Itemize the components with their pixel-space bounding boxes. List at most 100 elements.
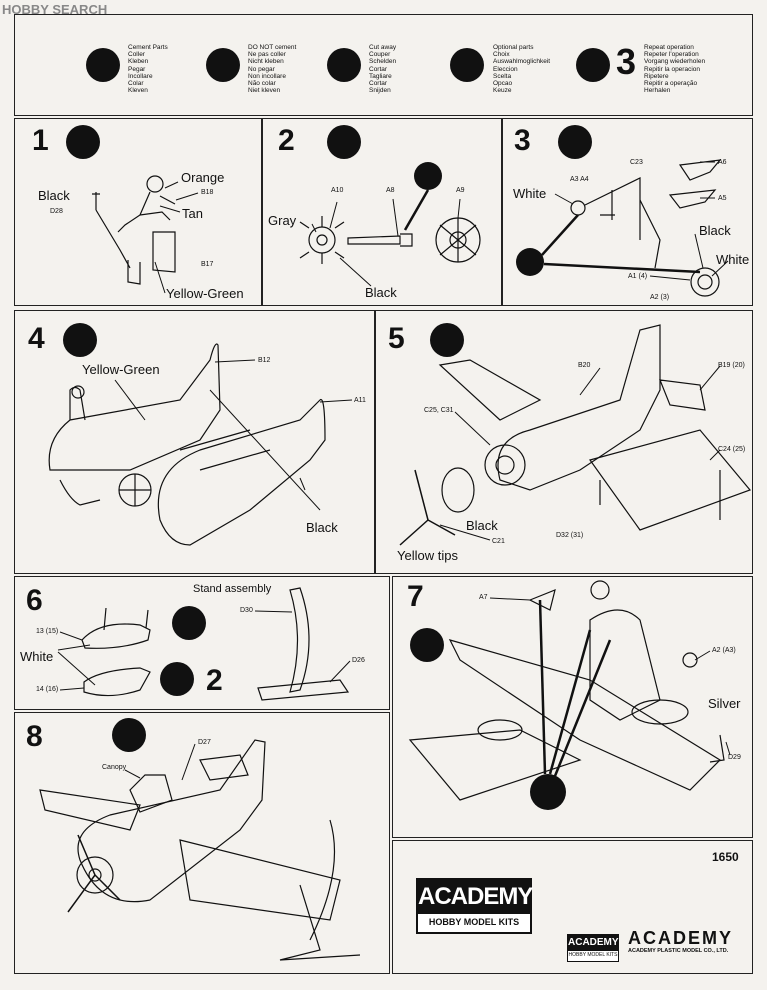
step-5-cement-icon [430, 323, 464, 357]
academy-small-logo: ACADEMY HOBBY MODEL KITS [567, 934, 619, 962]
watermark: HOBBY SEARCH [2, 2, 108, 17]
step-6-repeat-icon [160, 662, 194, 696]
step-7-cement-icon [410, 628, 444, 662]
step-2-part-a9: A9 [456, 187, 465, 194]
academy-logo-text: ACADEMY [418, 880, 533, 914]
step-6-part-13: 13 (15) [36, 628, 59, 635]
step-5-number: 5 [388, 322, 405, 355]
step-7-number: 7 [407, 580, 424, 613]
step-4-panel [14, 310, 375, 574]
step-8-number: 8 [26, 720, 43, 753]
step-5-panel [375, 310, 753, 574]
step-6-part-d30: D30 [240, 607, 253, 614]
step-5-part-c25: C25, C31 [424, 407, 454, 414]
step-3-number: 3 [514, 124, 531, 157]
step-5-part-b20: B20 [578, 362, 591, 369]
step-1-cement-icon [66, 125, 100, 159]
step-2-cement-icon [327, 125, 361, 159]
company-name: ACADEMY PLASTIC MODEL CO., LTD. [628, 948, 729, 954]
academy-small-logo-text: ACADEMY [568, 935, 619, 951]
step-3-cement-icon [558, 125, 592, 159]
step-8-panel [14, 712, 390, 974]
step-2-number: 2 [278, 124, 295, 157]
step-3-white-label-1: White [513, 186, 547, 201]
step-3-part-a3a4: A3 A4 [570, 176, 589, 183]
academy-small-logo-subtext: HOBBY MODEL KITS [568, 952, 618, 958]
step-4-yellow-green-label: Yellow-Green [82, 362, 160, 377]
step-7-part-a2a3: A2 (A3) [712, 647, 736, 654]
optional-parts-icon [450, 48, 484, 82]
step-8-canopy-label: Canopy [102, 764, 127, 771]
kit-number: 1650 [712, 850, 739, 864]
legend-no-cement-text: DO NOT cement Ne pas coller Nicht kleben… [248, 44, 297, 95]
step-1-part-b17: B17 [201, 261, 214, 268]
step-3-part-a5: A5 [718, 195, 727, 202]
legend-panel [14, 14, 753, 116]
step-1-part-b18: B18 [201, 189, 214, 196]
academy-logo-subtext: HOBBY MODEL KITS [428, 917, 520, 927]
step-2-part-a10: A10 [331, 187, 344, 194]
cement-icon [86, 48, 120, 82]
step-5-part-c21: C21 [492, 538, 505, 545]
step-1-black-label: Black [38, 188, 70, 203]
step-1-number: 1 [32, 124, 49, 157]
step-3-panel [502, 118, 753, 306]
step-3-white-label-2: White [716, 252, 750, 267]
legend-optional-text: Optional parts Choix Auswahlmoglichkeit … [493, 44, 551, 95]
step-1-part-d28: D28 [50, 208, 63, 215]
step-1-orange-label: Orange [181, 170, 225, 185]
footer-panel [392, 840, 753, 974]
step-2-black-label: Black [365, 285, 397, 300]
repeat-number: 3 [616, 41, 637, 82]
step-6-part-14: 14 (16) [36, 686, 59, 693]
no-cement-icon [206, 48, 240, 82]
cut-away-icon [327, 48, 361, 82]
step-6-repeat-number: 2 [206, 664, 223, 697]
step-2-gray-label: Gray [268, 213, 297, 228]
step-7-part-a7: A7 [479, 594, 488, 601]
step-7-part-d29: D29 [728, 754, 741, 761]
step-2-panel [262, 118, 502, 306]
step-4-cement-icon [63, 323, 97, 357]
step-5-yellow-tips-label: Yellow tips [397, 548, 458, 563]
step-1-panel [14, 118, 262, 306]
legend-cut-text: Cut away Couper Schelden Cortar Tagliare… [369, 44, 397, 95]
step-5-part-d32: D32 (31) [556, 532, 584, 539]
step-7-silver-label: Silver [708, 696, 741, 711]
step-1-yellow-green-label: Yellow-Green [166, 286, 244, 301]
step-5-part-b19: B19 (20) [718, 362, 745, 369]
legend-repeat-text: Repeat operation Repeter l'operation Vor… [644, 44, 706, 95]
step-2-part-a8: A8 [386, 187, 395, 194]
step-7-panel [392, 576, 753, 838]
step-1-tan-label: Tan [182, 206, 203, 221]
step-8-part-d27: D27 [198, 739, 211, 746]
step-3-part-a6: A6 [718, 159, 727, 166]
step-3-part-c23: C23 [630, 159, 643, 166]
step-6-stand-assembly-label: Stand assembly [193, 583, 272, 595]
step-5-black-label: Black [466, 518, 498, 533]
legend-cement-text: Cement Parts Coller Kleben Pegar Incolla… [128, 44, 168, 95]
step-6-number: 6 [26, 584, 43, 617]
step-5-part-c24: C24 (25) [718, 446, 746, 453]
step-8-cement-icon [112, 718, 146, 752]
academy-logo: ACADEMY HOBBY MODEL KITS [416, 878, 533, 934]
step-6-white-label: White [20, 649, 54, 664]
step-4-number: 4 [28, 322, 45, 355]
step-3-part-a1: A1 (4) [628, 273, 648, 280]
step-3-part-a2: A2 (3) [650, 294, 670, 301]
repeat-operation-icon [576, 48, 610, 82]
step-3-black-label: Black [699, 223, 731, 238]
step-6-part-d26: D26 [352, 657, 365, 664]
step-6-cement-icon [172, 606, 206, 640]
step-4-black-label: Black [306, 520, 338, 535]
step-4-part-b12: B12 [258, 357, 271, 364]
step-6-panel [14, 576, 390, 710]
